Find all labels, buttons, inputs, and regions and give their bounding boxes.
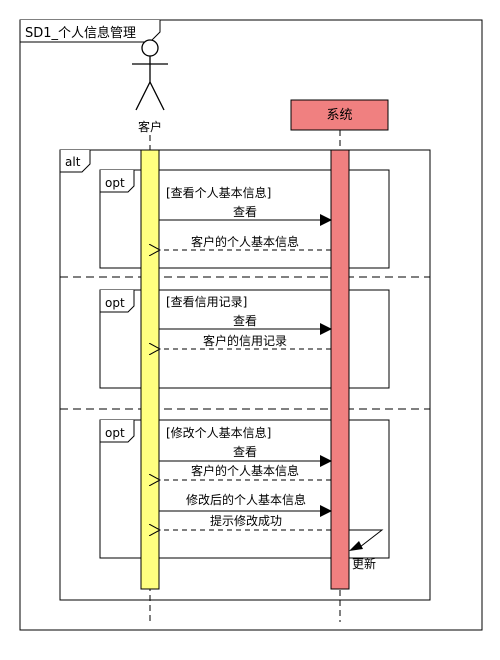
self-message-arrowhead-icon bbox=[349, 541, 363, 551]
message-label: 查看 bbox=[233, 205, 257, 219]
self-message-arrow bbox=[349, 529, 384, 548]
alt-fragment-tab bbox=[59, 150, 91, 173]
message-label: 查看 bbox=[233, 314, 257, 328]
guard-condition: [查看个人基本信息] bbox=[166, 185, 271, 200]
actor-figure bbox=[132, 39, 168, 111]
message-label: 客户的个人基本信息 bbox=[191, 234, 299, 249]
guard-condition: [查看信用记录] bbox=[166, 295, 247, 309]
actor-activation-bar bbox=[140, 149, 160, 590]
opt-fragment bbox=[99, 169, 390, 269]
opt-fragment bbox=[99, 419, 390, 559]
actor-label: 客户 bbox=[138, 119, 162, 134]
opt-label: opt bbox=[105, 176, 125, 190]
opt-fragment-tab bbox=[99, 290, 135, 313]
message-label: 修改后的个人基本信息 bbox=[186, 492, 306, 507]
opt-label: opt bbox=[105, 296, 125, 310]
message-label: 提示修改成功 bbox=[210, 513, 282, 528]
alt-fragment bbox=[59, 149, 431, 601]
frame-title: SD1_个人信息管理 bbox=[25, 25, 136, 41]
alt-label: alt bbox=[65, 155, 81, 169]
opt-fragment-tab bbox=[99, 420, 135, 443]
diagram-frame bbox=[19, 19, 483, 631]
actor-head-icon bbox=[141, 39, 159, 57]
system-label: 系统 bbox=[326, 108, 352, 123]
message-label: 客户的信用记录 bbox=[203, 333, 287, 348]
opt-fragment bbox=[99, 289, 390, 389]
system-activation-bar bbox=[330, 149, 350, 590]
message-label: 查看 bbox=[233, 445, 257, 459]
guard-condition: [修改个人基本信息] bbox=[166, 425, 271, 440]
opt-fragment-tab bbox=[99, 170, 135, 193]
opt-label: opt bbox=[105, 426, 125, 440]
message-label: 客户的个人基本信息 bbox=[191, 463, 299, 478]
self-message-label: 更新 bbox=[352, 556, 376, 571]
